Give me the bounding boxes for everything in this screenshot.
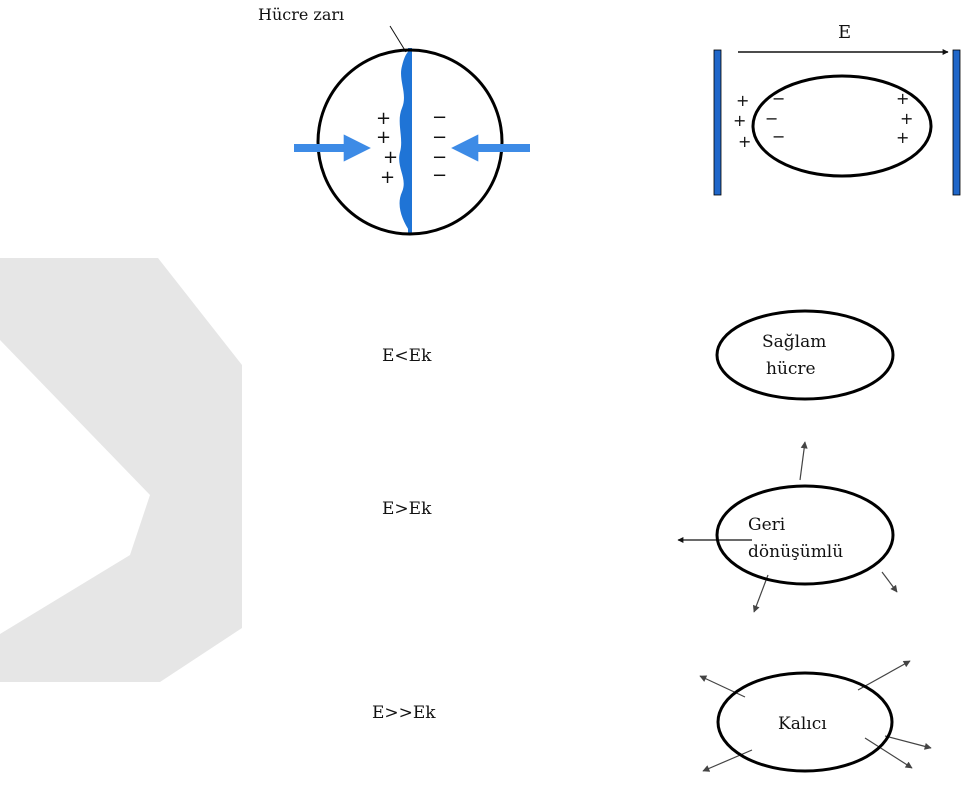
condition-label: E<Ek [382,346,432,366]
plus-sign: + [896,89,909,108]
membrane-pointer-line [389,25,407,53]
pore-arrow [864,737,913,769]
minus-sign: − [432,107,447,128]
permanent-cell [716,671,894,773]
plus-sign: + [733,111,746,130]
watermark-chevron [0,258,242,682]
minus-sign: − [432,127,447,148]
plus-sign: + [380,167,395,188]
right-electrode-plate [952,49,961,196]
row-permanent: E>>Ek Kalıcı [372,660,932,773]
field-plates-diagram: E + + + − − − + + + [713,22,961,196]
intact-cell [715,309,895,401]
condition-label: E>Ek [382,499,432,519]
pore-arrow [702,749,753,772]
pore-arrow-down-right [881,571,898,593]
pore-arrow-down-left [752,574,769,613]
pore-arrow [857,660,911,691]
membrane-label: Hücre zarı [258,5,344,24]
cell-membrane-diagram: Hücre zarı + + + + − − − − [258,5,530,236]
plus-sign: + [900,109,913,128]
spherical-cell [316,48,504,236]
left-electrode-plate [713,49,722,196]
cell-label-line1: Kalıcı [778,714,827,734]
plus-sign: + [383,147,398,168]
pore-arrow-up [799,441,808,481]
cell-label-line1: Geri [748,515,786,535]
reversible-cell [715,484,895,586]
plus-sign: + [376,127,391,148]
minus-sign: − [765,109,778,128]
minus-sign: − [432,147,447,168]
row-reversible: E>Ek Geri dönüşümlü [382,441,898,613]
membrane-layer [399,50,410,232]
row-intact: E<Ek Sağlam hücre [382,309,895,401]
cell-label-line1: Sağlam [762,332,826,352]
condition-label: E>>Ek [372,703,436,723]
cell-label-line2: dönüşümlü [748,542,843,562]
polarized-cell [751,74,933,178]
pore-arrow [699,675,746,698]
field-label: E [838,22,851,43]
pore-arrow [884,735,932,750]
minus-sign: − [432,165,447,186]
plus-sign: + [376,108,391,129]
minus-sign: − [772,89,785,108]
minus-sign: − [772,127,785,146]
plus-sign: + [738,132,751,151]
plus-sign: + [736,91,749,110]
cell-label-line2: hücre [766,359,816,379]
plus-sign: + [896,128,909,147]
